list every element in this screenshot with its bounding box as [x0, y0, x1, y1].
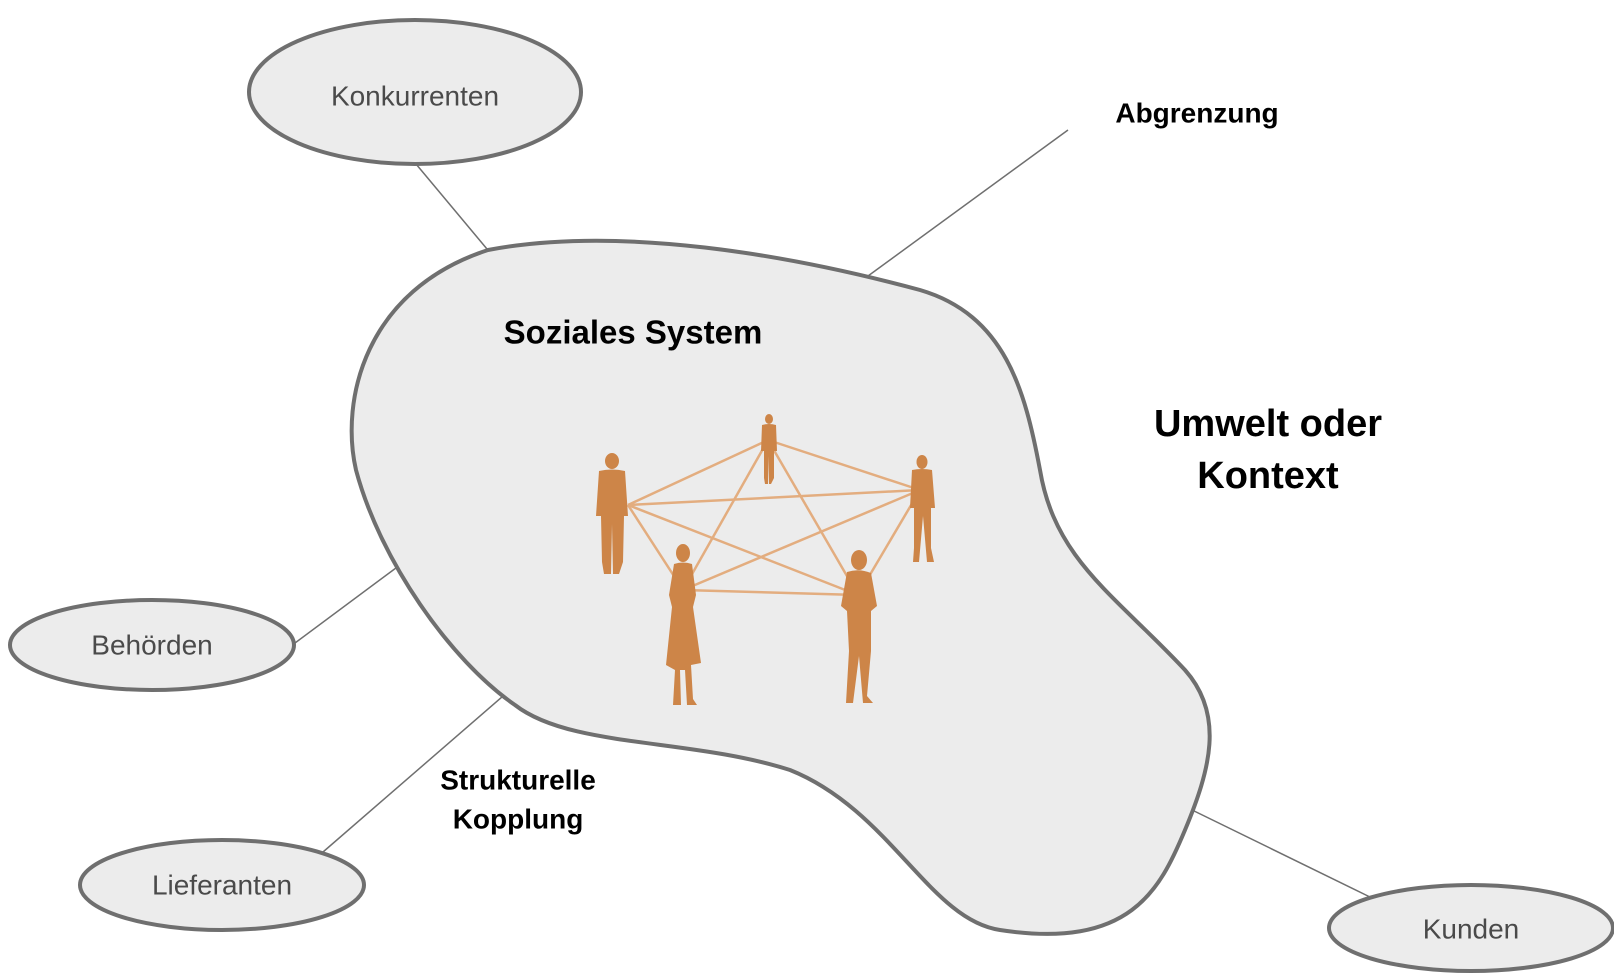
stakeholder-konkurrenten: Konkurrenten: [247, 18, 583, 166]
network-line: [682, 488, 921, 592]
network-line: [767, 438, 921, 492]
person-silhouette-icon: [841, 550, 877, 703]
coupling-label-line2: Kopplung: [453, 803, 584, 834]
stakeholder-lieferanten: Lieferanten: [78, 838, 366, 932]
network-line: [681, 439, 770, 591]
connector-behoerden: [294, 564, 401, 644]
stakeholder-label: Konkurrenten: [331, 80, 499, 111]
network-line: [627, 488, 921, 507]
stakeholder-ellipse: [78, 838, 366, 932]
person-silhouette-icon: [666, 544, 701, 705]
connector-lines: [294, 129, 1373, 899]
network-line: [766, 439, 860, 596]
stakeholder-ellipse: [8, 598, 296, 692]
person-silhouette-icon: [596, 453, 628, 574]
environment-title-line2: Kontext: [1197, 455, 1339, 497]
coupling-label-line1: Strukturelle: [440, 764, 596, 795]
environment-title-line1: Umwelt oder: [1154, 403, 1382, 445]
person-silhouette-icon: [910, 455, 935, 562]
network-lines: [626, 438, 922, 597]
social-system-boundary: [349, 238, 1212, 936]
person-silhouette-icon: [761, 414, 777, 484]
people-network: [596, 414, 935, 705]
stakeholder-label: Kunden: [1423, 913, 1520, 944]
stakeholder-ellipse: [1327, 883, 1614, 973]
network-line: [627, 438, 769, 507]
stakeholder-kunden: Kunden: [1327, 883, 1614, 973]
connector-lieferanten: [322, 689, 511, 853]
stakeholder-label: Lieferanten: [152, 869, 292, 900]
stakeholder-ellipse: [247, 18, 583, 166]
system-title: Soziales System: [504, 314, 763, 351]
connector-konkurrenten: [415, 163, 493, 256]
boundary-label: Abgrenzung: [1115, 97, 1278, 128]
connector-abgrenzung: [867, 129, 1069, 277]
network-line: [682, 588, 859, 597]
stakeholder-label: Behörden: [91, 629, 212, 660]
network-line: [627, 503, 859, 597]
connector-kunden: [1187, 807, 1373, 899]
stakeholder-behoerden: Behörden: [8, 598, 296, 692]
